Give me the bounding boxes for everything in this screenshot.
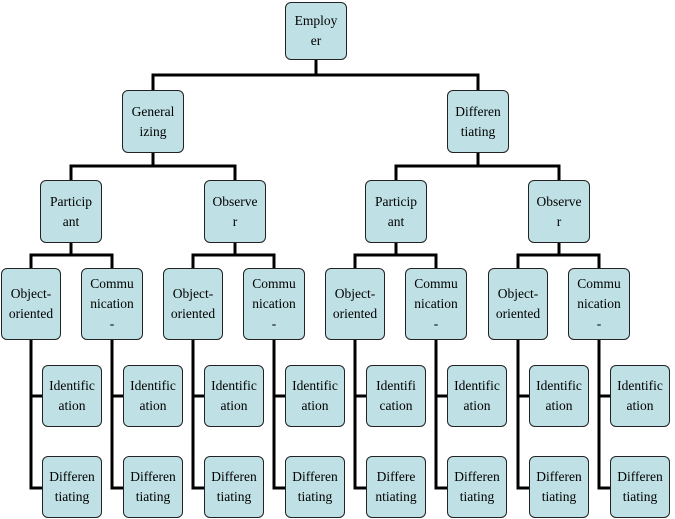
connector	[191, 338, 206, 490]
node-communication: Commu nication -	[568, 268, 630, 340]
connector	[29, 338, 44, 490]
node-differentiating-leaf: Differen tiating	[42, 456, 102, 518]
connector	[516, 338, 531, 490]
node-identification: Identific ation	[204, 365, 264, 427]
node-object-oriented: Object- oriented	[325, 268, 385, 340]
node-object-oriented: Object- oriented	[163, 268, 223, 340]
node-differentiating-leaf: Differen tiating	[204, 456, 264, 518]
node-communication: Commu nication -	[405, 268, 467, 340]
node-identification: Identific ation	[447, 365, 507, 427]
node-participant: Particip ant	[365, 180, 427, 243]
node-identification: Identific ation	[285, 365, 345, 427]
connector	[353, 338, 368, 490]
node-observer: Observe r	[528, 180, 590, 243]
connector	[434, 338, 449, 490]
node-communication: Commu nication -	[81, 268, 143, 340]
node-identification: Identific ation	[42, 365, 102, 427]
connector	[272, 338, 287, 490]
node-employer: Employ er	[285, 2, 347, 60]
node-differentiating-leaf: Differe ntiating	[366, 456, 426, 518]
node-differentiating-leaf: Differen tiating	[447, 456, 507, 518]
node-participant: Particip ant	[40, 180, 102, 243]
node-identification: Identific ation	[610, 365, 670, 427]
node-identification: Identific ation	[529, 365, 589, 427]
connector	[110, 338, 125, 490]
node-object-oriented: Object- oriented	[1, 268, 61, 340]
node-differentiating-leaf: Differen tiating	[123, 456, 183, 518]
node-identification: Identific ation	[123, 365, 183, 427]
node-observer: Observe r	[204, 180, 266, 243]
connector	[597, 338, 612, 490]
node-object-oriented: Object- oriented	[488, 268, 548, 340]
node-differentiating: Differen tiating	[447, 90, 509, 153]
node-differentiating-leaf: Differen tiating	[610, 456, 670, 518]
node-generalizing: General izing	[122, 90, 184, 153]
node-differentiating-leaf: Differen tiating	[285, 456, 345, 518]
node-differentiating-leaf: Differen tiating	[529, 456, 589, 518]
node-identification: Identifi cation	[366, 365, 426, 427]
node-communication: Commu nication -	[243, 268, 305, 340]
